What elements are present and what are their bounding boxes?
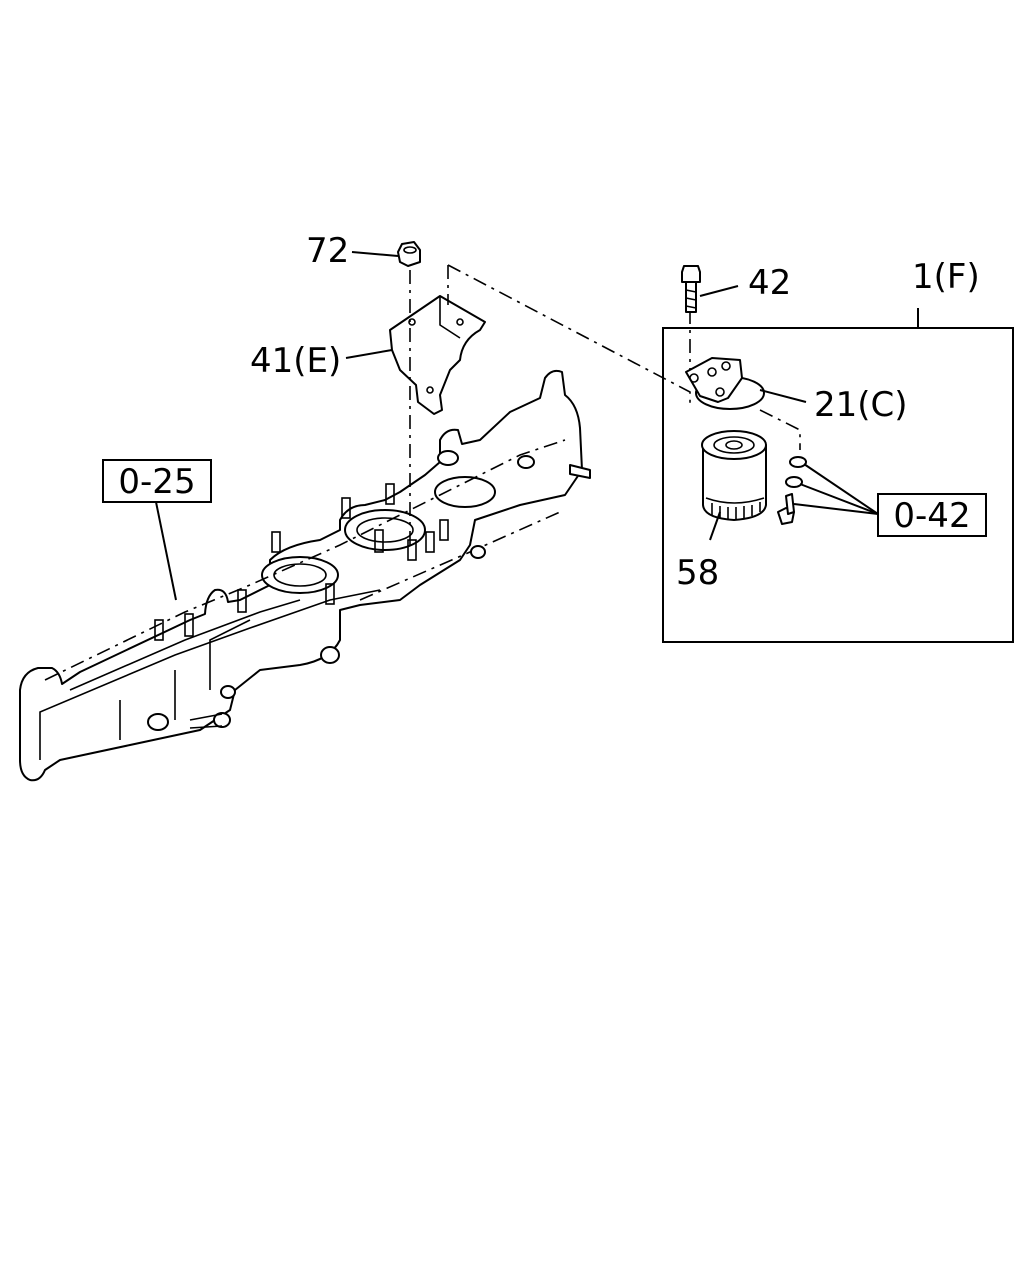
filter-58 — [701, 430, 767, 521]
ref-0-42-text[interactable]: 0-42 — [893, 496, 970, 536]
assembly-lines — [409, 264, 801, 545]
label-21c: 21(C) — [814, 385, 908, 425]
assembly-box-1f — [662, 327, 1014, 643]
ref-0-25-text[interactable]: 0-25 — [118, 462, 195, 502]
label-58: 58 — [676, 553, 719, 593]
label-1f: 1(F) — [912, 257, 980, 297]
drain-parts — [777, 456, 807, 525]
intake-manifold — [19, 369, 591, 782]
ref-box-0-25[interactable]: 0-25 — [102, 459, 212, 503]
nut-72 — [397, 241, 421, 267]
bolt-42 — [681, 265, 701, 313]
label-41e: 41(E) — [250, 341, 341, 381]
leader-lines — [155, 251, 919, 601]
filter-head-21c — [685, 357, 765, 410]
label-72: 72 — [306, 231, 349, 271]
label-42: 42 — [748, 263, 791, 303]
ref-box-0-42[interactable]: 0-42 — [877, 493, 987, 537]
bracket-41e — [389, 295, 486, 415]
